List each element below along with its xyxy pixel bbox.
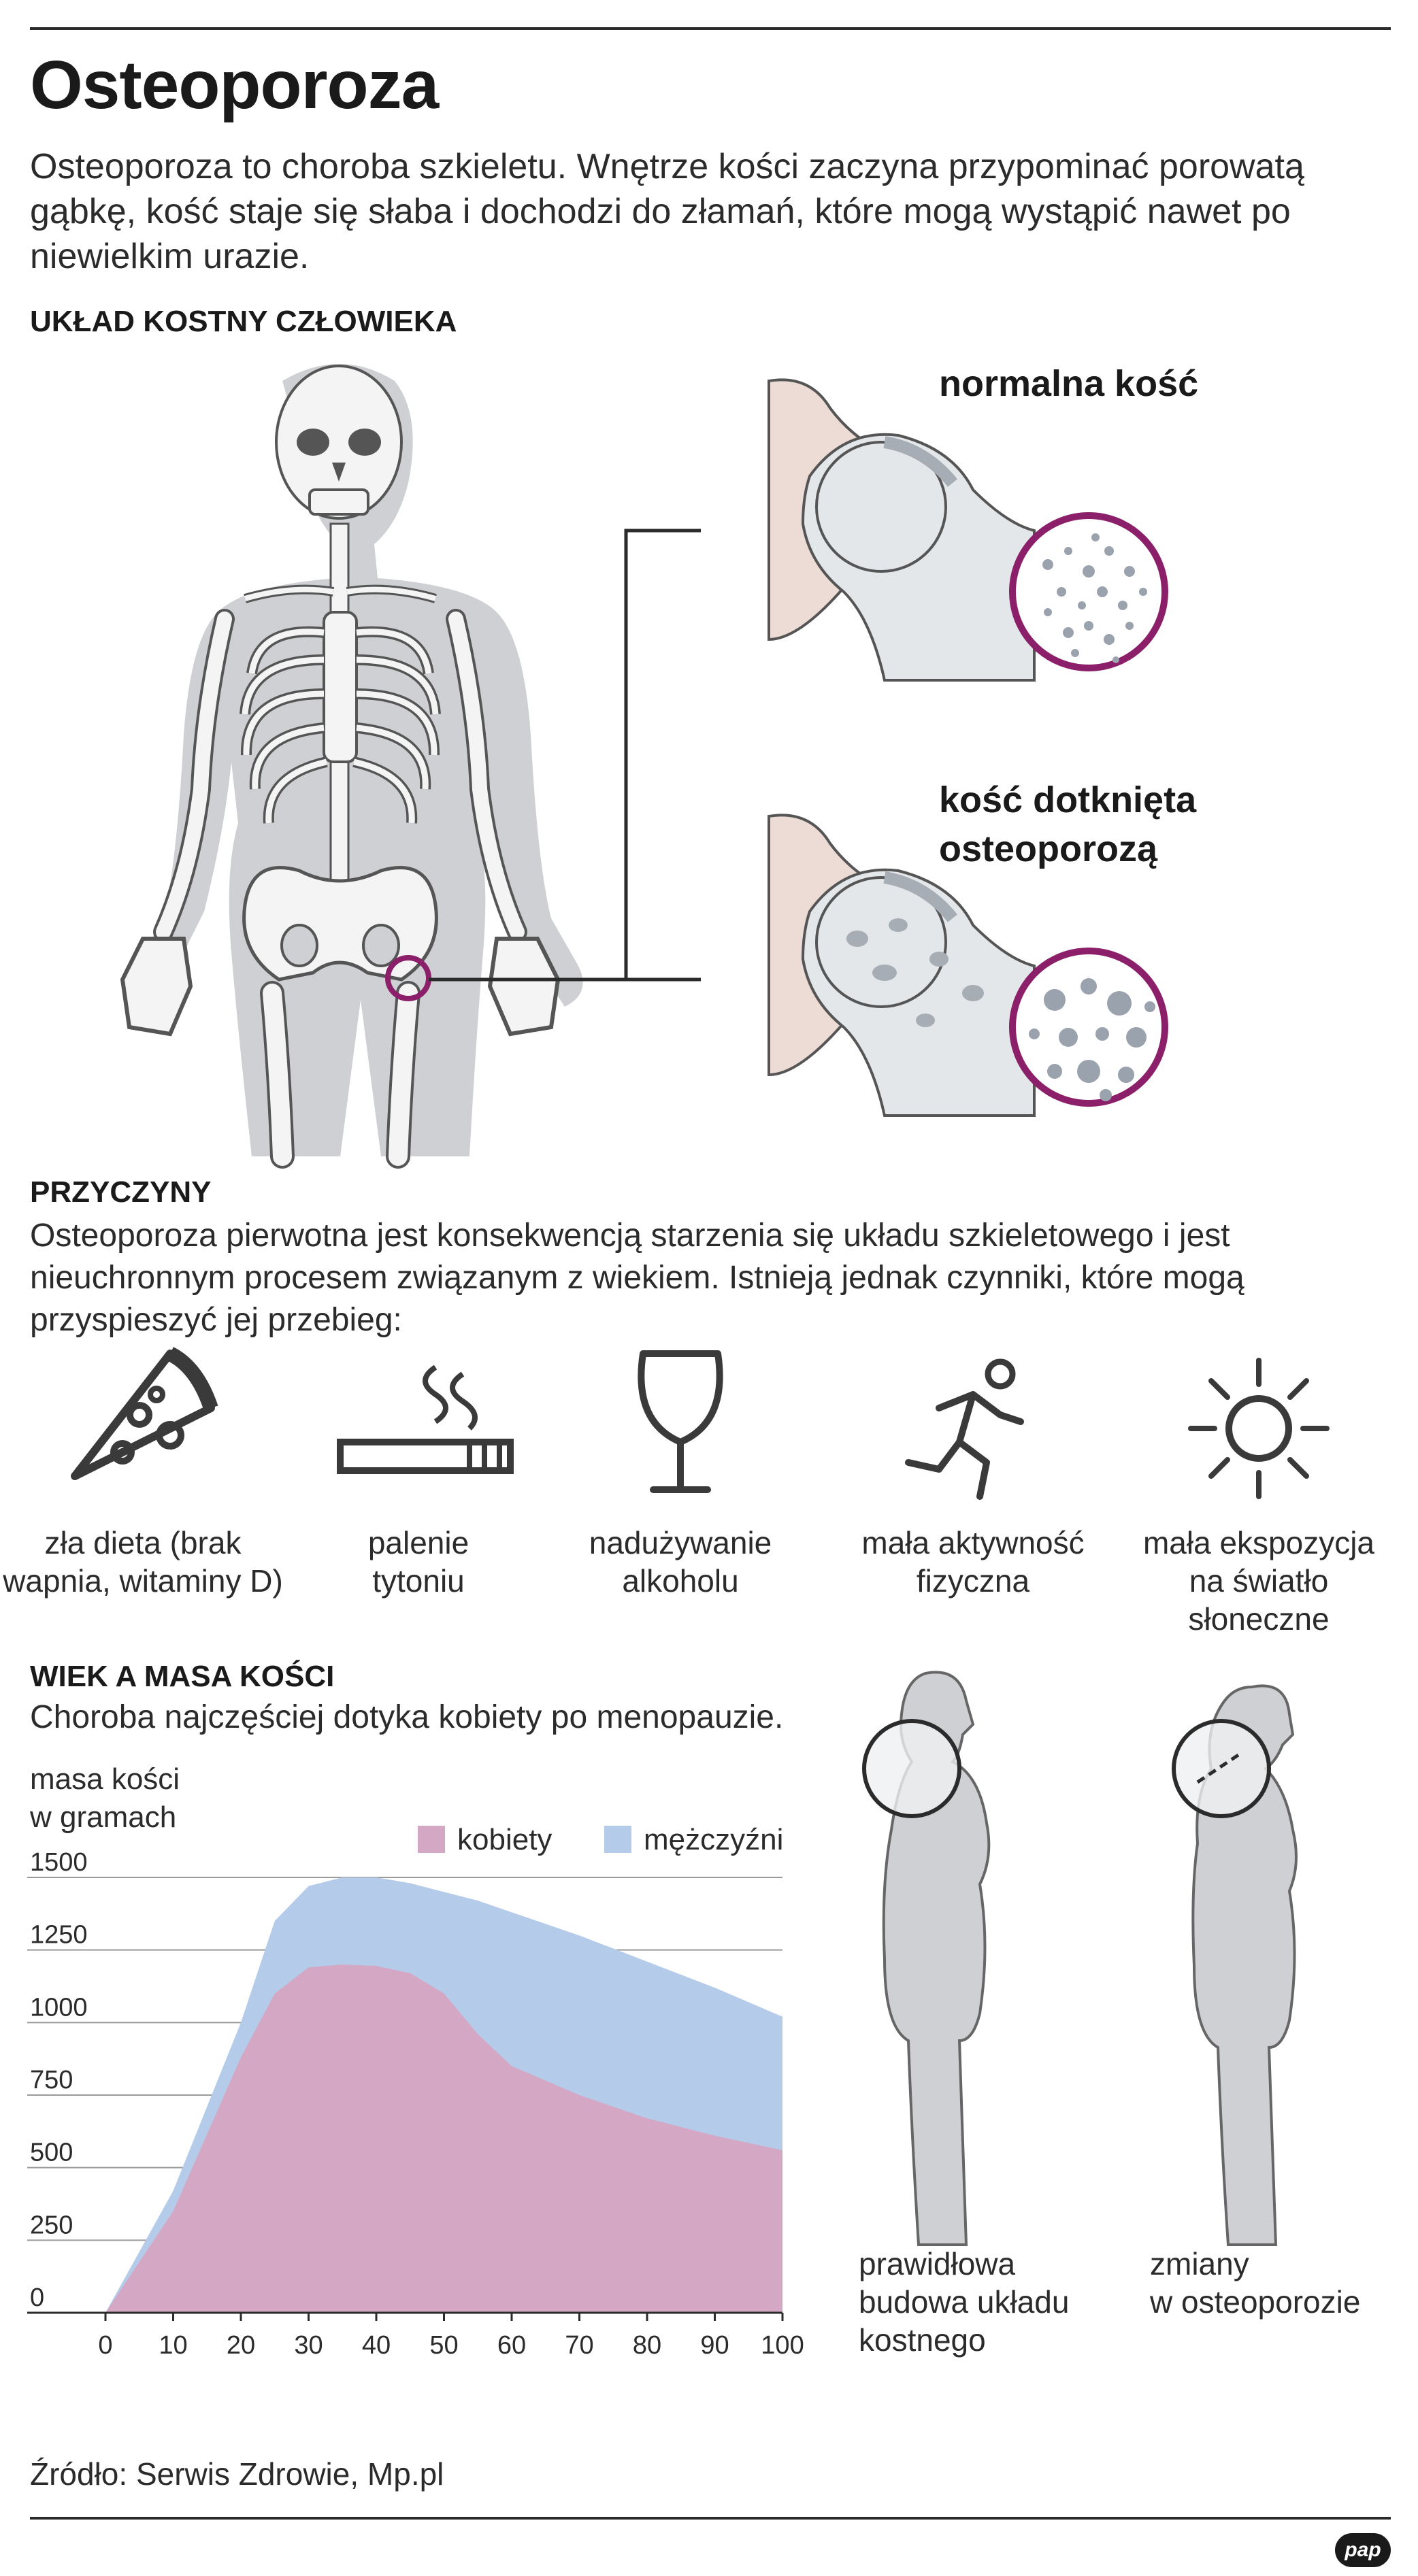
- x-tick-label: 20: [227, 2331, 255, 2360]
- osteoporotic-bone-illustration: [768, 814, 1168, 1117]
- source-text: Źródło: Serwis Zdrowie, Mp.pl: [30, 2456, 444, 2492]
- top-rule: [30, 27, 1391, 30]
- x-tick-label: 30: [294, 2331, 323, 2360]
- x-tick-label: 60: [497, 2331, 526, 2360]
- skeleton-heading: UKŁAD KOSTNY CZŁOWIEKA: [30, 305, 457, 338]
- osteoporotic-posture-figure: [1172, 1684, 1298, 2246]
- x-tick-label: 100: [761, 2331, 804, 2360]
- x-tick-label: 50: [429, 2331, 458, 2360]
- x-tick-label: 10: [159, 2331, 187, 2360]
- y-tick-label: 0: [30, 2284, 44, 2312]
- x-tick-label: 80: [633, 2331, 661, 2360]
- osteo-bone-label-line1: kość dotknięta: [939, 780, 1197, 820]
- age-heading: WIEK A MASA KOŚCI: [30, 1660, 335, 1693]
- y-tick-label: 1500: [30, 1848, 88, 1877]
- bottom-rule: [30, 2517, 1391, 2520]
- posture-label-osteo: zmiany w osteoporozie: [1150, 2246, 1361, 2320]
- x-tick-label: 40: [362, 2331, 391, 2360]
- causes-text: Osteoporoza pierwotna jest konsekwencją …: [30, 1218, 1244, 1338]
- y-tick-label: 250: [30, 2211, 73, 2239]
- cigarette-icon: [337, 1365, 514, 1474]
- osteo-bone-label-line2: osteoporozą: [939, 829, 1158, 869]
- pizza-slice-icon: [71, 1347, 218, 1480]
- running-person-icon: [905, 1358, 1024, 1500]
- chart-ylabel-line2: w gramach: [30, 1801, 177, 1834]
- x-tick-label: 90: [700, 2331, 729, 2360]
- sun-icon: [1188, 1358, 1330, 1499]
- bone-mass-chart: 0 250 500 750 1000 1250 1500 0 10 20 30 40 50 60 70 80 9…: [27, 1848, 804, 2360]
- causes-heading: PRZYCZYNY: [30, 1175, 212, 1209]
- y-tick-label: 1250: [30, 1921, 88, 1950]
- wine-glass-icon: [638, 1350, 723, 1493]
- age-subtitle: Choroba najczęściej dotyka kobiety po me…: [30, 1699, 784, 1735]
- y-tick-label: 1000: [30, 1993, 88, 2022]
- y-tick-label: 750: [30, 2066, 73, 2094]
- posture-label-normal: prawidłowa budowa układu kostnego: [859, 2246, 1070, 2358]
- normal-posture-figure: [862, 1671, 991, 2246]
- area-series-women: [105, 1964, 782, 2313]
- y-tick-label: 500: [30, 2139, 73, 2167]
- normal-bone-label: normalna kość: [939, 363, 1199, 404]
- chart-ylabel-line1: masa kości: [30, 1762, 180, 1796]
- connector-lines: [429, 529, 701, 982]
- legend-swatch-women: [418, 1826, 445, 1853]
- intro-text: Osteoporoza to choroba szkieletu. Wnętrz…: [30, 147, 1304, 276]
- skeleton-illustration: [120, 364, 583, 1169]
- x-tick-label: 0: [98, 2331, 112, 2360]
- legend-label-women: kobiety: [457, 1823, 553, 1856]
- pap-logo: pap: [1335, 2533, 1391, 2567]
- page-title: Osteoporoza: [30, 47, 439, 123]
- x-tick-label: 70: [565, 2331, 593, 2360]
- normal-bone-illustration: [768, 378, 1168, 682]
- legend-swatch-men: [604, 1826, 631, 1853]
- legend-label-men: mężczyźni: [644, 1823, 784, 1856]
